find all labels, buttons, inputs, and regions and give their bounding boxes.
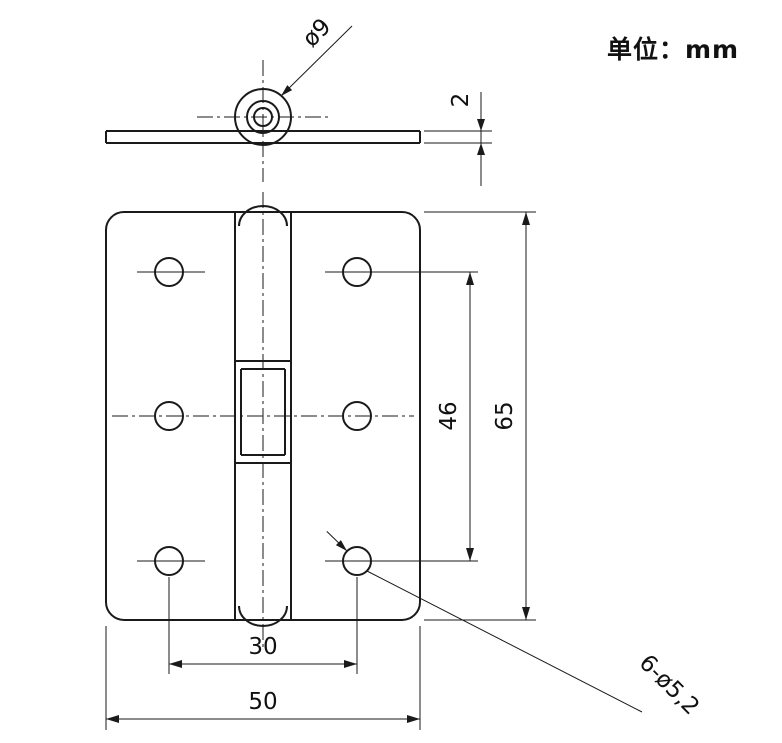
front-view: 46 65 30 xyxy=(105,192,704,730)
hole-pitch-vertical-label: 46 xyxy=(436,401,462,430)
plate-width-dimension: 50 xyxy=(105,626,421,730)
units-label: 单位：mm xyxy=(607,35,740,64)
holes-callout-label: 6-ø5,2 xyxy=(634,650,704,720)
thickness-label: 2 xyxy=(448,93,474,108)
top-view-centerlines xyxy=(197,60,332,182)
thickness-dimension: 2 xyxy=(424,92,492,186)
hole-pitch-horizontal-dimension: 30 xyxy=(168,577,358,674)
plate-width-label: 50 xyxy=(248,689,277,715)
hole-pitch-vertical-dimension: 46 xyxy=(325,271,478,562)
front-view-centerlines xyxy=(112,192,414,648)
plate-height-dimension: 65 xyxy=(424,211,536,621)
top-view: ø9 2 xyxy=(105,14,492,186)
barrel-diameter-leader: ø9 xyxy=(280,14,353,97)
hole-pitch-horizontal-label: 30 xyxy=(248,634,277,660)
plate-height-label: 65 xyxy=(492,401,518,430)
holes-callout-leader: 6-ø5,2 xyxy=(326,531,704,720)
